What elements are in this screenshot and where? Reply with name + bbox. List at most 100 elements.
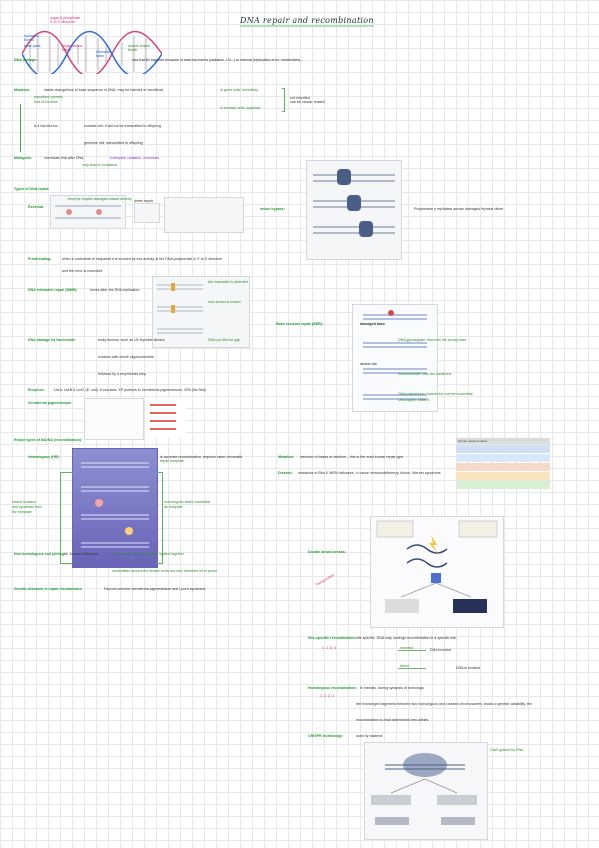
dsb-red-note: Transposition bbox=[314, 572, 336, 588]
mutation-q2: germline cell: transmitted to offspring bbox=[84, 141, 143, 145]
repair-table-row bbox=[456, 472, 550, 480]
dna-damage-text: loss that fix together because of extern… bbox=[132, 58, 302, 62]
reversal-diagram bbox=[55, 205, 121, 219]
strand-exchange-text3: recombination is what determines new all… bbox=[356, 718, 430, 722]
lesion-bypass-figure bbox=[306, 160, 402, 260]
nhej-heading: Non-homologous end joining: bbox=[14, 552, 66, 556]
genetic-diseases-heading: Genetic diseases in repair mechanisms: bbox=[14, 587, 83, 591]
proofreading-text2: and the error is corrected. bbox=[62, 269, 104, 273]
ber-step2: abasic site bbox=[360, 362, 377, 366]
ber-damaged-base: damaged base bbox=[360, 322, 385, 326]
repair-table-row bbox=[456, 445, 550, 453]
mutagens-text: chemicals that alter DNA bbox=[44, 156, 84, 160]
reversal-figure-right bbox=[164, 197, 244, 233]
dsb-panel-heading: Double strand breaks: bbox=[308, 550, 346, 554]
dna-label-a1: sugar & phosphate bbox=[50, 16, 81, 20]
repair-table-row bbox=[456, 454, 550, 462]
ber-step1: DNA glycosylase: removes the wrong base bbox=[398, 338, 467, 342]
dna-damage-heading: DNA damage: bbox=[14, 58, 38, 62]
mutagens-examples: examples: radiation, chemicals bbox=[110, 156, 160, 160]
reversal-figure-mid bbox=[134, 203, 160, 223]
hr-right-note: homologous sister chromatid bbox=[164, 500, 210, 504]
mutation-types-heading: Mutation: bbox=[278, 455, 295, 459]
dna-label-b2: bonds bbox=[24, 38, 34, 42]
strand-exchange-heading: Homologous recombination: bbox=[308, 686, 357, 690]
nhej-text3: nucleotides around the broken ends are l… bbox=[112, 569, 218, 573]
enzymes-list bbox=[146, 398, 186, 438]
ber-step5: DNA ligase: seals it bbox=[398, 398, 429, 402]
mutagens-side: may lead to mutations bbox=[82, 163, 118, 167]
nhej-text2: error prone, ends are directly ligated t… bbox=[112, 552, 184, 556]
ner-heading: DNA damage by Nucleotide: bbox=[28, 338, 76, 342]
mutation-types-text: insertion of bases or deletion... this i… bbox=[300, 455, 405, 459]
recombination-heading: Repair types of dsDNA (recombination): bbox=[14, 438, 83, 442]
crispr-fig-note: Cas9 guided by RNA bbox=[490, 748, 524, 752]
lesion-bypass-diagram bbox=[313, 169, 395, 237]
site-specific-heading: Site-specific recombination: bbox=[308, 636, 357, 640]
enzymes-heading: Enzymes: bbox=[28, 388, 45, 392]
mutagens-heading: Mutagens: bbox=[14, 156, 32, 160]
mismatch-fig3: DNA pol fills the gap bbox=[208, 338, 241, 342]
hr-right-note2: as template bbox=[164, 505, 183, 509]
strand-exchange-nums: 1, 2, 3, 4 bbox=[320, 694, 334, 698]
repair-types-heading: Types of DNA repair: bbox=[14, 187, 50, 191]
mutation-right1: in germ cells: hereditary bbox=[220, 88, 259, 92]
site-result-excised: DNA is excised bbox=[456, 666, 481, 670]
hr-left-note3: the template bbox=[12, 510, 32, 514]
mutation-question: is it harmful for: bbox=[34, 124, 59, 128]
crispr-text: used by bacteria bbox=[356, 734, 383, 738]
hr-figure bbox=[72, 448, 158, 568]
proofreading-text: when a nucleotide is mispaired it is exc… bbox=[62, 257, 222, 261]
reversal-figure bbox=[50, 195, 126, 229]
mismatch-fig2: new strand is nicked bbox=[208, 300, 241, 304]
ber-figure bbox=[352, 304, 438, 412]
dna-label-d1: single strand bbox=[62, 44, 83, 48]
mutation-heading: Mutation: bbox=[14, 88, 31, 92]
dna-label-f1: double strand bbox=[128, 44, 150, 48]
strand-exchange-text2: the exchanged segments between two homol… bbox=[356, 702, 532, 706]
reversal-note: enzyme repairs damaged bases directly bbox=[68, 197, 132, 201]
ber-diagram bbox=[363, 310, 427, 400]
hr-left-note2: and synthesis from bbox=[12, 505, 43, 509]
dimer-repair-label: dimer repair bbox=[134, 199, 154, 203]
lesion-bypass-heading: lesion bypass: bbox=[260, 207, 285, 211]
mutation-text: stable change/loss of base sequence in D… bbox=[44, 88, 164, 92]
mismatch-text: works after the DNA replication. bbox=[90, 288, 141, 292]
dna-label-e1: mismatch bbox=[96, 50, 112, 54]
mismatch-diagram bbox=[157, 283, 203, 334]
site-label-direct: direct bbox=[400, 664, 409, 668]
crispr-figure bbox=[364, 742, 488, 840]
mutation-q1: somatic cell: it will not be transmitted… bbox=[84, 124, 162, 128]
ner-text2: excision with whole oligonucleotide, bbox=[98, 355, 155, 359]
repair-table-row bbox=[456, 463, 550, 471]
dna-label-a2: 5' to 3' direction bbox=[50, 20, 75, 24]
site-label-inverted: inverted bbox=[400, 646, 413, 650]
crispr-heading: CRISPR technology: bbox=[308, 734, 343, 738]
hr-text: is accurate recombination, requires sist… bbox=[160, 455, 243, 459]
mutation-right2: in somatic cells: acquired bbox=[220, 106, 261, 110]
reversal-heading: Reversal: bbox=[28, 205, 45, 209]
genetic-diseases-text: Fanconi anemia, xeroderma pigmentosum an… bbox=[104, 587, 206, 591]
hr-heading: Homologous (HR): bbox=[28, 455, 60, 459]
disease-heading: Disease: bbox=[278, 471, 293, 475]
mismatch-fig1: the mismatch is detected bbox=[208, 280, 248, 284]
site-specific-text: site specific. DNA may undergo recombina… bbox=[356, 636, 457, 640]
page-title: DNA repair and recombination bbox=[240, 16, 374, 27]
site-result-inverted: DNA inverted bbox=[430, 648, 452, 652]
lesion-bypass-text: Polymerase η replicates across damaged t… bbox=[414, 207, 504, 211]
mutation-right3: not inherited bbox=[290, 96, 310, 100]
dna-label-b1: hydrogen bbox=[24, 34, 39, 38]
mutation-arrow-line bbox=[20, 104, 21, 152]
dna-label-d2: break bbox=[62, 48, 71, 52]
hr-note: repair template bbox=[160, 459, 184, 463]
site-specific-mark: 1, 2, 3, 4 bbox=[322, 646, 336, 650]
crispr-diagram bbox=[371, 753, 477, 825]
hr-right-bracket bbox=[156, 472, 163, 564]
mismatch-heading: DNA mismatch repair (MMR): bbox=[28, 288, 78, 292]
nhej-text: ds. broken DNA ends bbox=[64, 552, 98, 556]
repair-table-row bbox=[456, 481, 550, 489]
mismatch-figure bbox=[152, 276, 250, 348]
ber-heading: Base excision repair (BER): bbox=[276, 322, 324, 326]
hr-diagram bbox=[81, 462, 149, 548]
enzymes-figure bbox=[84, 398, 144, 440]
